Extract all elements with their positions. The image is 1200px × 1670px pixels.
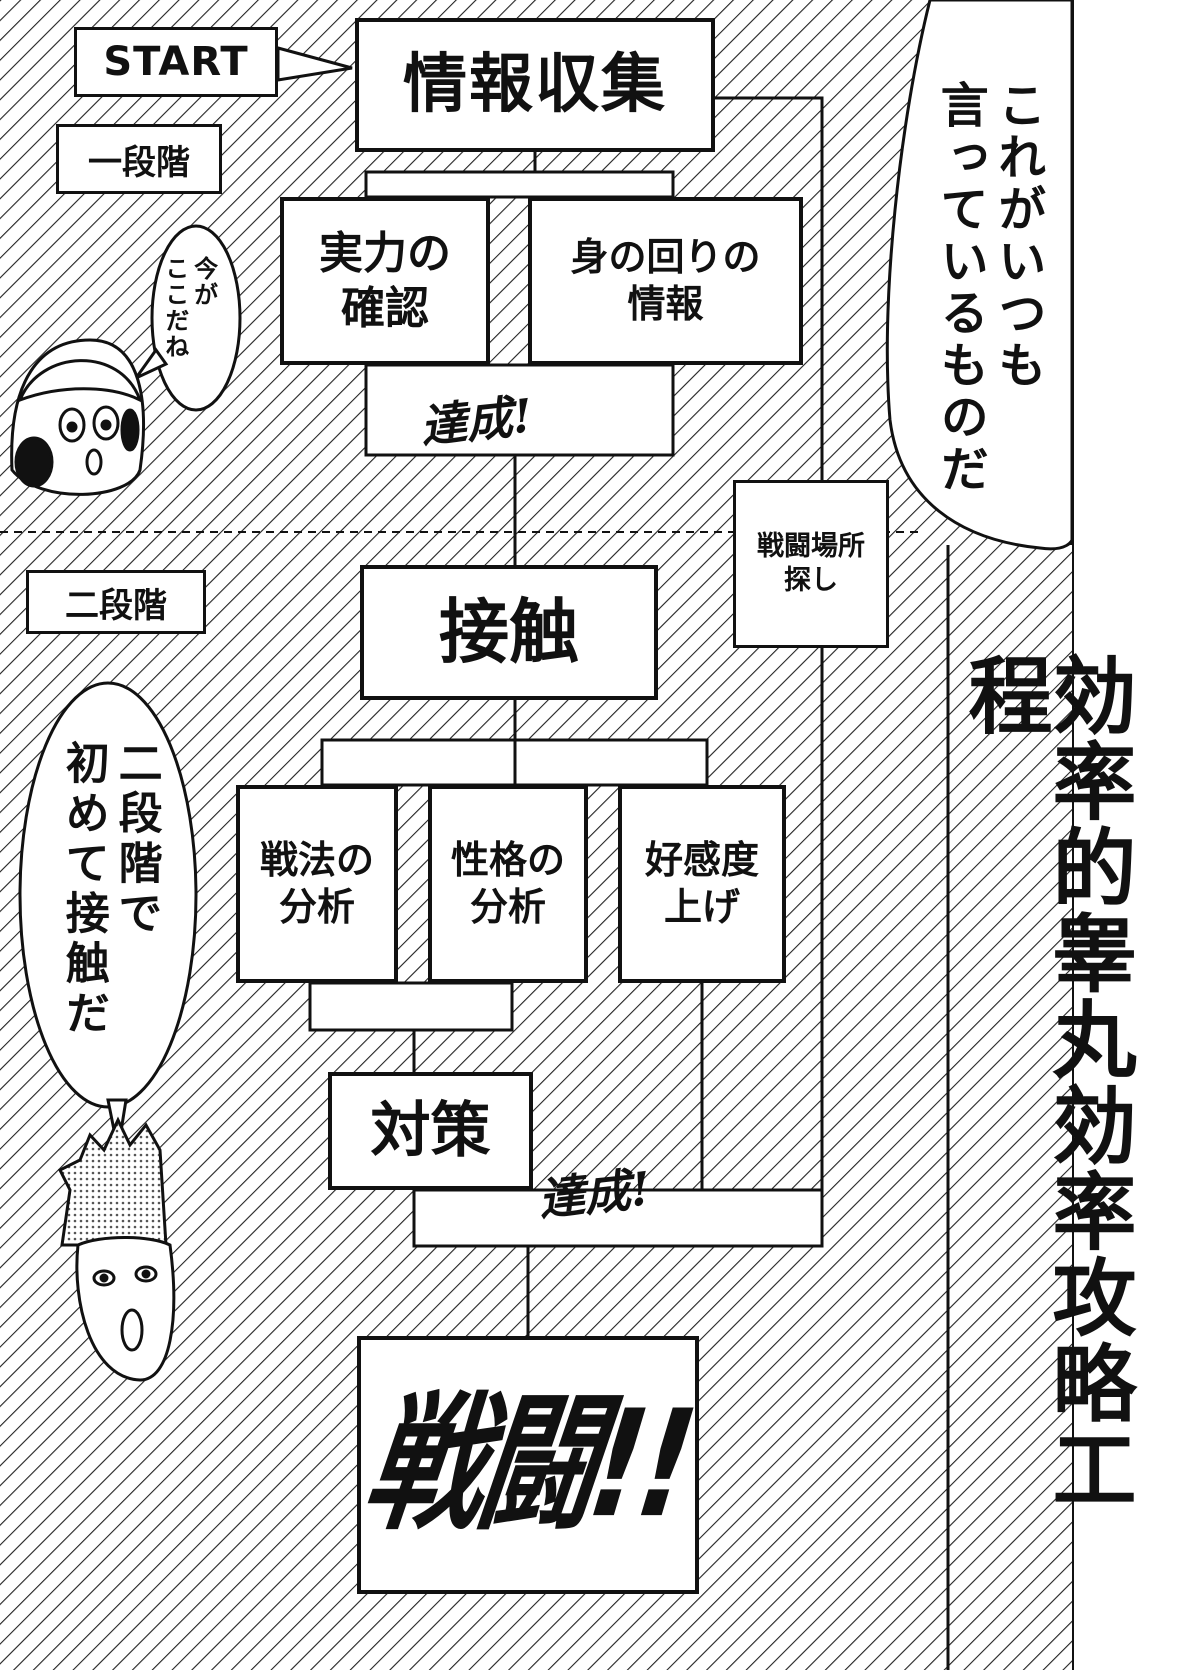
stage-two-label: 二段階 <box>26 570 206 634</box>
flow-box-countermeasure: 対策 <box>328 1072 533 1190</box>
battle-text: 戦闘!! <box>356 1377 701 1551</box>
flow-box-info-gathering: 情報収集 <box>355 18 715 152</box>
flow-box-find-battle-place: 戦闘場所 探し <box>733 480 889 648</box>
speech-bubble-right <box>885 0 1074 551</box>
achieved-scrawl-stage-two: 達成! <box>535 1161 654 1227</box>
right-margin <box>1072 0 1200 1670</box>
speech-bubble-small <box>150 224 242 412</box>
start-label: START <box>74 27 278 97</box>
page-title: 効率的睾丸効率攻略工程 <box>955 652 1137 1512</box>
flow-box-check-strength: 実力の 確認 <box>280 197 490 365</box>
start-arrow <box>276 46 353 82</box>
flow-box-personality-analysis: 性格の 分析 <box>428 785 588 983</box>
achieved-scrawl-stage-one: 達成! <box>417 388 536 454</box>
speech-text-right: これがいつも 言っているものだ <box>931 80 1046 496</box>
flow-connectors <box>308 96 824 1336</box>
flow-box-tactics-analysis: 戦法の 分析 <box>236 785 398 983</box>
flow-box-battle: 戦闘!! <box>356 1336 701 1594</box>
flow-box-contact: 接触 <box>360 565 658 700</box>
speech-text-small: 今が ここだね <box>160 256 218 360</box>
flow-box-raise-affection: 好感度 上げ <box>618 785 786 983</box>
title-column <box>948 545 1072 1670</box>
flow-box-surroundings-info: 身の回りの 情報 <box>528 197 803 365</box>
speech-text-left: 二段階で 初めて接触だ <box>57 740 162 1040</box>
girl-character <box>10 338 145 496</box>
man-character <box>57 1116 176 1382</box>
stage-one-label: 一段階 <box>56 124 222 194</box>
